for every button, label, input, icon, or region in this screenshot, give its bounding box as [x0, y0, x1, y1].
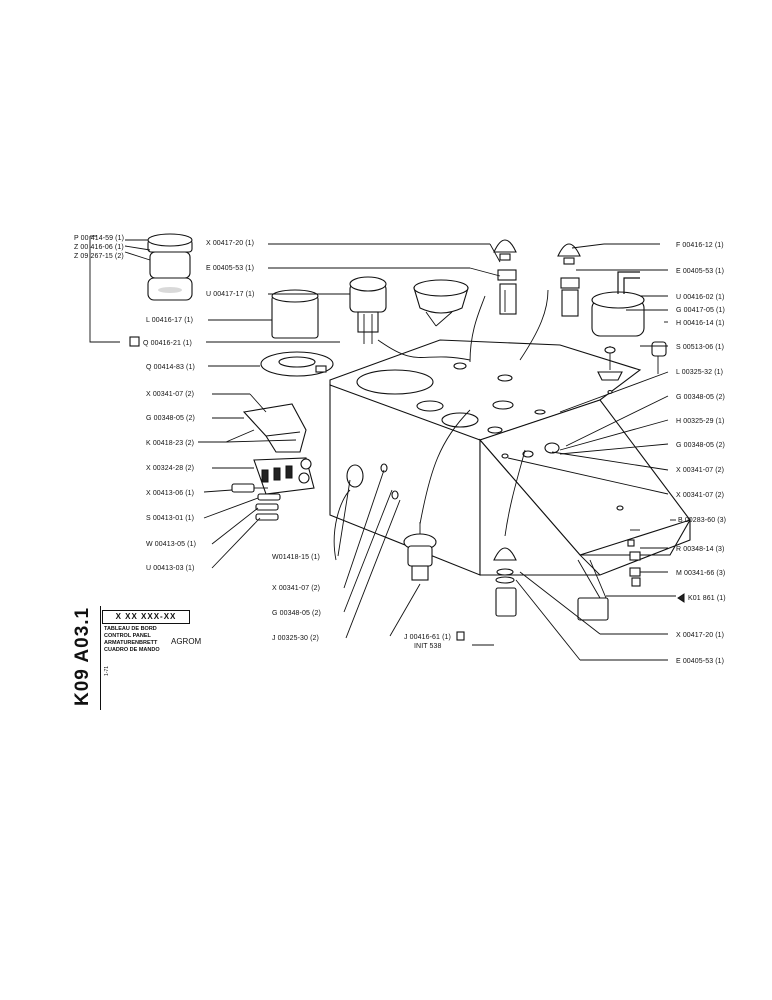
part-number-box: X XX XXX-XX — [102, 610, 190, 624]
label-x00341-07-l1: X 00341-07 (2) — [146, 391, 194, 398]
label-m00341-66: M 00341-66 (3) — [676, 570, 725, 577]
bracket-cover — [242, 403, 307, 453]
label-x00417-20-top: X 00417-20 (1) — [206, 240, 254, 247]
label-w00413-05: W 00413-05 (1) — [146, 541, 196, 548]
gauge-switch — [349, 276, 387, 344]
label-x00341-07-r1: X 00341-07 (2) — [676, 467, 724, 474]
label-k00418-23: K 00418-23 (2) — [146, 440, 194, 447]
label-x00413-06: X 00413-06 (1) — [146, 490, 194, 497]
title-en: CONTROL PANEL — [104, 633, 151, 639]
label-b00283-60: B 00283-60 (3) — [678, 517, 726, 524]
title-fr: TABLEAU DE BORD — [104, 626, 157, 632]
title-es: CUADRO DE MANDO — [104, 647, 160, 653]
light-assembly-topleft — [147, 233, 193, 301]
label-j00416-61: J 00416-61 (1) — [404, 634, 451, 641]
label-x00341-07-r2: X 00341-07 (2) — [676, 492, 724, 499]
instrument-bowl — [413, 279, 469, 327]
indicator-lamp-bottom — [493, 547, 517, 617]
oil-cup — [591, 271, 645, 381]
label-l00325-32: L 00325-32 (1) — [676, 369, 723, 376]
date-code: 1-71 — [104, 665, 110, 676]
connector-block — [577, 559, 609, 621]
label-s00513-06: S 00513-06 (1) — [676, 344, 724, 351]
sheet-code: K09 A03.1 — [72, 606, 93, 706]
label-x00341-07-b: X 00341-07 (2) — [272, 585, 320, 592]
label-e00405-53-br: E 00405-53 (1) — [676, 658, 724, 665]
label-init538: INIT 538 — [414, 643, 442, 650]
gauge-cup — [271, 289, 319, 339]
label-h00416-14: H 00416-14 (1) — [676, 320, 724, 327]
part-labels: P 00 414-59 (1) Z 00 416-06 (1) Z 09 267… — [74, 235, 726, 665]
sheet-code-box: K09 A03.1 — [66, 606, 101, 710]
label-u00416-02: U 00416-02 (1) — [676, 294, 724, 301]
label-r00348-14: R 00348-14 (3) — [676, 546, 724, 553]
gauge-ring — [260, 351, 334, 377]
clip-part — [651, 341, 667, 374]
label-g00348-05-r2: G 00348-05 (2) — [676, 442, 725, 449]
label-x00324-28: X 00324-28 (2) — [146, 465, 194, 472]
title-block: K09 A03.1 X XX XXX-XX TABLEAU DE BORD CO… — [66, 596, 226, 716]
label-u00413-03: U 00413-03 (1) — [146, 565, 194, 572]
maker-name: AGROM — [171, 637, 202, 646]
label-u00417-17: U 00417-17 (1) — [206, 291, 254, 298]
label-l00416-17: L 00416-17 (1) — [146, 317, 193, 324]
label-g00417-05: G 00417-05 (1) — [676, 307, 725, 314]
control-panel-housing — [329, 339, 691, 576]
label-q00416-21: Q 00416-21 (1) — [143, 340, 192, 347]
label-s00413-01: S 00413-01 (1) — [146, 515, 194, 522]
label-g00348-05-r1: G 00348-05 (2) — [676, 394, 725, 401]
label-x00417-20-r: X 00417-20 (1) — [676, 632, 724, 639]
label-w01418-15: W01418-15 (1) — [272, 554, 320, 561]
bolts-right — [629, 551, 641, 587]
label-j00325-30: J 00325-30 (2) — [272, 635, 319, 642]
title-de: ARMATURENBRETT — [104, 640, 158, 646]
label-e00405-53-r: E 00405-53 (1) — [676, 268, 724, 275]
leader-lines — [89, 235, 676, 661]
indicator-lamp-right — [557, 243, 581, 317]
title-lines: TABLEAU DE BORD CONTROL PANEL ARMATURENB… — [104, 626, 160, 654]
label-e00405-53-top: E 00405-53 (1) — [206, 265, 254, 272]
screws — [231, 483, 281, 521]
label-f00416-12: F 00416-12 (1) — [676, 242, 724, 249]
switch-bottom — [403, 522, 437, 581]
label-z00416-06: Z 00 416-06 (1) — [74, 244, 124, 251]
label-z09267-15: Z 09 267-15 (2) — [74, 253, 124, 260]
label-k01861: K01 861 (1) — [688, 595, 726, 602]
label-q00414-83: Q 00414-83 (1) — [146, 364, 195, 371]
label-g00348-05-l1: G 00348-05 (2) — [146, 415, 195, 422]
indicator-lamp-top — [493, 239, 517, 315]
label-p00414-59: P 00 414-59 (1) — [74, 235, 124, 242]
label-g00348-05-b: G 00348-05 (2) — [272, 610, 321, 617]
label-h00325-29: H 00325-29 (1) — [676, 418, 724, 425]
fuse-block — [253, 457, 315, 495]
